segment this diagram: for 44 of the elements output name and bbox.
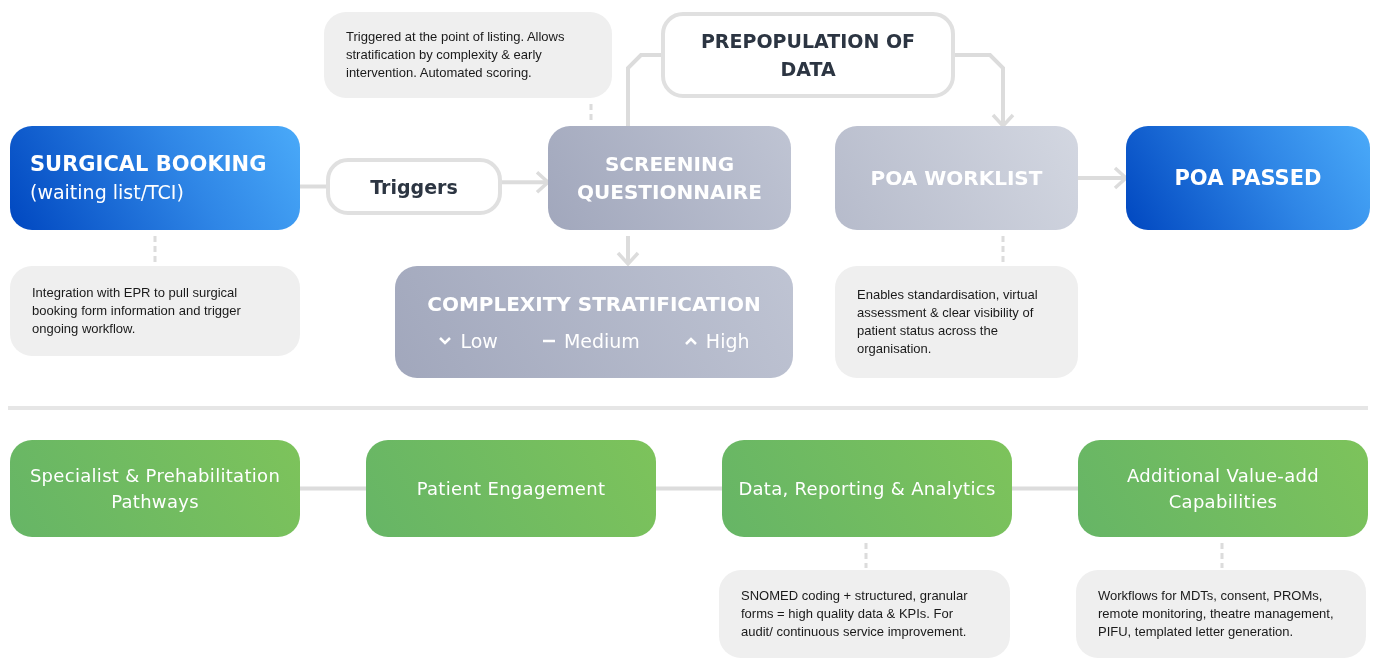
node-title: POA WORKLIST (870, 165, 1043, 192)
node-title: PREPOPULATION OF DATA (699, 29, 917, 82)
process-box (835, 126, 1078, 230)
node-title: SURGICAL BOOKING (29, 151, 267, 178)
arrow (1078, 166, 1128, 190)
node-title: SCREENING QUESTIONNAIRE (576, 151, 763, 206)
capability-box (1078, 440, 1368, 537)
stage-box (1126, 126, 1370, 230)
level-label: Medium (563, 330, 640, 352)
capability-label: Data, Reporting & Analytics (738, 476, 996, 501)
node-title: POA PASSED (1174, 165, 1322, 192)
node-title: COMPLEXITY STRATIFICATION (427, 292, 761, 316)
note-text: Integration with EPR to pull surgical booking form information and trigger ongoing workflow. (32, 284, 242, 338)
process-box (395, 266, 793, 378)
capability-label: Patient Engagement (416, 476, 606, 501)
capability-box (722, 440, 1012, 537)
node-subtitle: (waiting list/TCI) (29, 180, 184, 205)
leader-line (153, 236, 157, 264)
level-label: Low (460, 330, 498, 352)
connector-line (656, 486, 722, 491)
connector-line (300, 184, 326, 189)
arrow (616, 236, 640, 266)
outlined-box (661, 12, 955, 98)
note-text: Enables standardisation, virtual assessment & clear visibility of patient status across the organisation. (857, 286, 1039, 358)
connector-line (626, 53, 661, 126)
arrow (502, 170, 550, 194)
arrow (955, 53, 1015, 128)
node-title: Triggers (370, 174, 458, 200)
leader-line (864, 543, 868, 568)
note-text: Triggered at the point of listing. Allows stratification by complexity & early intervention. Automated scoring. (346, 28, 566, 82)
outlined-box (326, 158, 502, 215)
level-label: High (705, 330, 750, 352)
capability-box (10, 440, 300, 537)
capability-box (366, 440, 656, 537)
leader-line (1220, 543, 1224, 568)
note-text: SNOMED coding + structured, granular forms = high quality data & KPIs. For audit/ continuous service improvement. (741, 587, 969, 641)
leader-line (1001, 236, 1005, 264)
process-box (548, 126, 791, 230)
stage-box (10, 126, 300, 230)
capability-label: Specialist & Prehabilitation Pathways (28, 463, 282, 514)
connector-line (300, 486, 366, 491)
connector-line (1012, 486, 1078, 491)
capability-label: Additional Value-add Capabilities (1126, 463, 1320, 514)
note-text: Workflows for MDTs, consent, PROMs, remote monitoring, theatre management, PIFU, templated letter generation. (1098, 587, 1335, 641)
